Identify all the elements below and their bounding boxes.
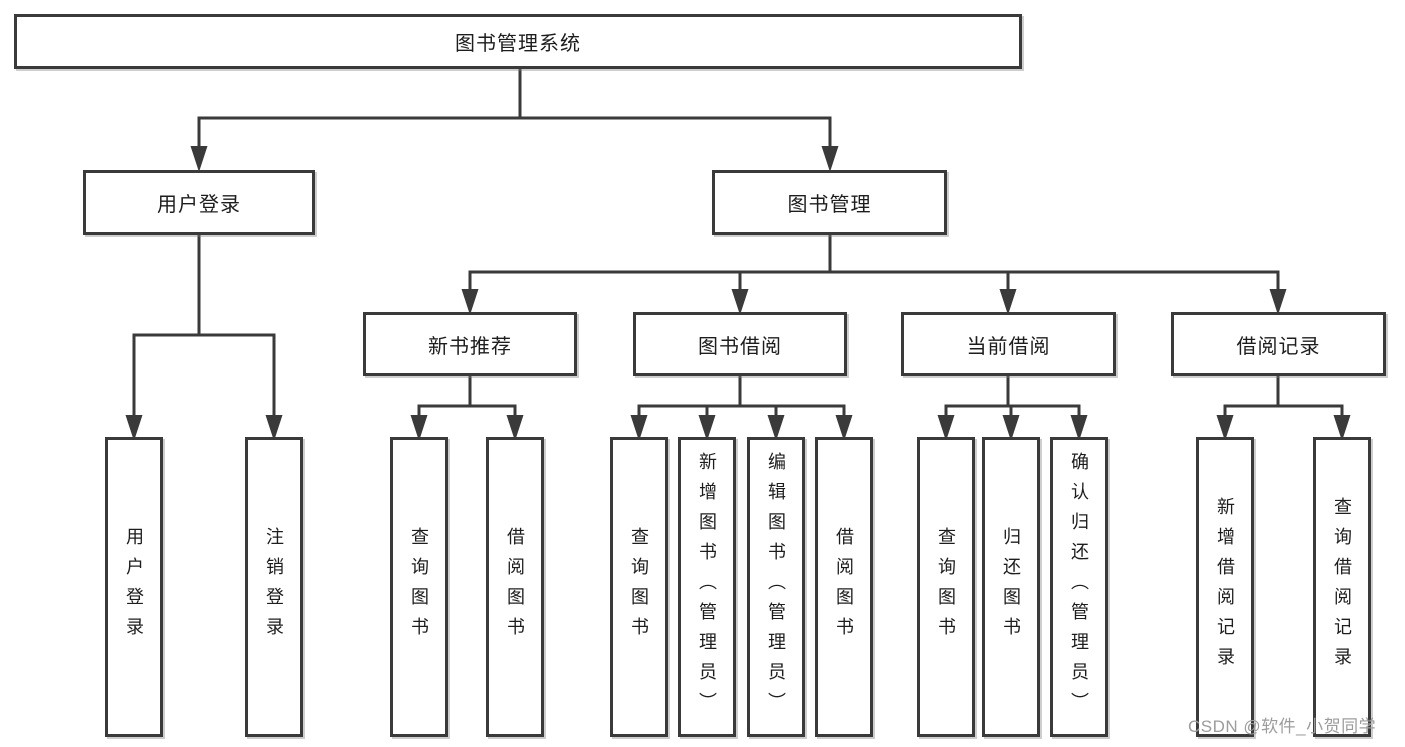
node-book-management: 图书管理 bbox=[712, 170, 947, 235]
node-user-login: 用户登录 bbox=[83, 170, 315, 235]
node-label: 注销登录 bbox=[264, 527, 284, 647]
node-label: 确认归还（管理员） bbox=[1069, 452, 1089, 722]
arrowheads bbox=[125, 146, 1351, 441]
leaf-borrow-book: 借阅图书 bbox=[815, 437, 873, 737]
node-label: 编辑图书（管理员） bbox=[766, 452, 786, 722]
node-label: 新书推荐 bbox=[428, 335, 512, 358]
node-label: 用户登录 bbox=[124, 527, 144, 647]
node-borrow-record: 借阅记录 bbox=[1171, 312, 1386, 376]
node-label: 新增借阅记录 bbox=[1215, 497, 1235, 677]
node-label: 归还图书 bbox=[1001, 527, 1021, 647]
leaf-logout: 注销登录 bbox=[245, 437, 303, 737]
leaf-add-borrow-record: 新增借阅记录 bbox=[1196, 437, 1254, 737]
node-label: 查询图书 bbox=[936, 527, 956, 647]
leaf-confirm-return-admin: 确认归还（管理员） bbox=[1050, 437, 1108, 737]
node-new-book-recommend: 新书推荐 bbox=[363, 312, 577, 376]
node-label: 查询图书 bbox=[409, 527, 429, 647]
leaf-query-book-borrow: 查询图书 bbox=[610, 437, 668, 737]
node-current-borrow: 当前借阅 bbox=[901, 312, 1116, 376]
node-label: 当前借阅 bbox=[966, 335, 1051, 358]
leaf-return-book: 归还图书 bbox=[982, 437, 1040, 737]
leaf-add-book-admin: 新增图书（管理员） bbox=[678, 437, 736, 737]
node-book-borrow: 图书借阅 bbox=[633, 312, 847, 376]
node-label: 图书借阅 bbox=[698, 335, 782, 358]
leaf-query-book-current: 查询图书 bbox=[917, 437, 975, 737]
node-label: 用户登录 bbox=[157, 194, 241, 216]
node-library-management-system: 图书管理系统 bbox=[14, 14, 1022, 69]
node-label: 图书管理系统 bbox=[455, 33, 581, 55]
leaf-user-login: 用户登录 bbox=[105, 437, 163, 737]
csdn-watermark: CSDN @软件_小贺同学 bbox=[1188, 717, 1377, 736]
leaf-edit-book-admin: 编辑图书（管理员） bbox=[747, 437, 805, 737]
node-label: 图书管理 bbox=[787, 194, 872, 216]
leaf-query-book-recommend: 查询图书 bbox=[390, 437, 448, 737]
node-label: 借阅图书 bbox=[505, 527, 525, 647]
node-label: 新增图书（管理员） bbox=[697, 452, 717, 722]
node-label: 查询借阅记录 bbox=[1332, 497, 1352, 677]
leaf-query-borrow-record: 查询借阅记录 bbox=[1313, 437, 1371, 737]
leaf-borrow-book-recommend: 借阅图书 bbox=[486, 437, 544, 737]
node-label: 借阅记录 bbox=[1236, 335, 1321, 358]
node-label: 查询图书 bbox=[629, 527, 649, 647]
node-label: 借阅图书 bbox=[834, 527, 854, 647]
